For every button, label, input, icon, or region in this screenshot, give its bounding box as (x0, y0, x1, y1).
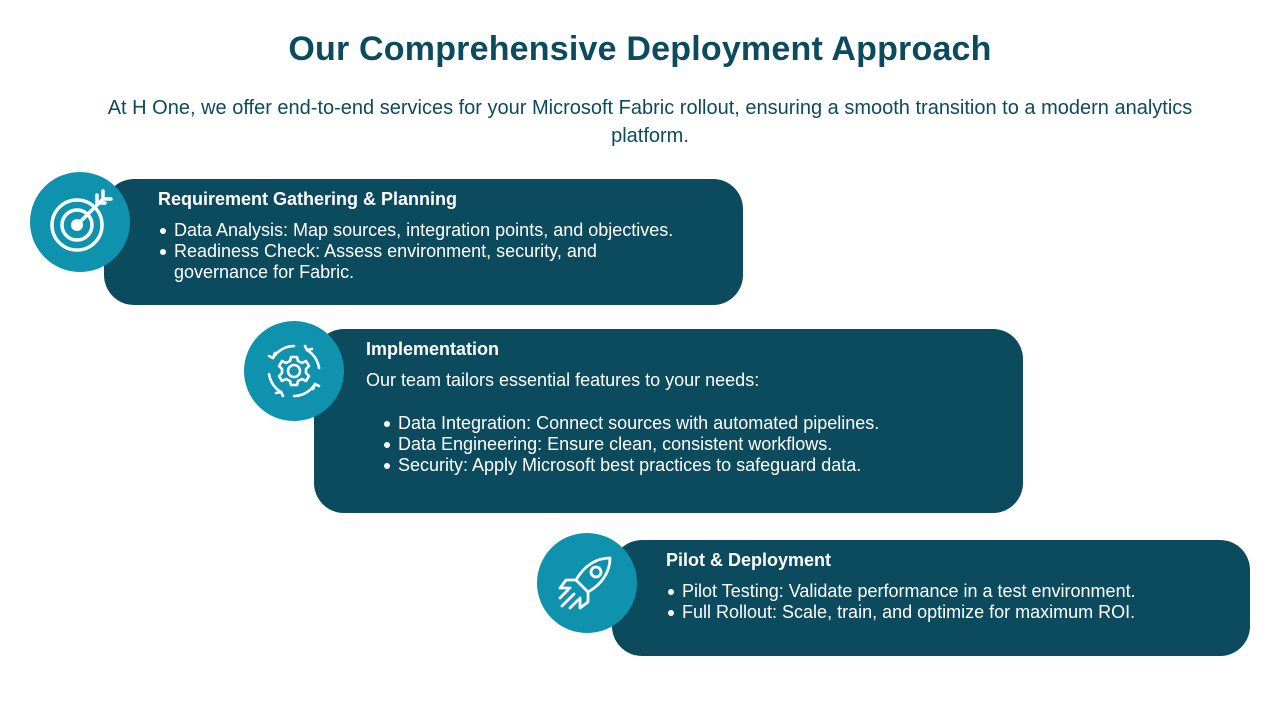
page-title: Our Comprehensive Deployment Approach (288, 30, 992, 68)
target-icon-badge (30, 172, 130, 272)
step-card-deployment: Pilot & Deployment Pilot Testing: Valida… (612, 540, 1250, 656)
bullet-item: Readiness Check: Assess environment, sec… (158, 241, 723, 283)
rocket-icon-badge (537, 533, 637, 633)
step-bullet-list: Data Integration: Connect sources with a… (366, 413, 1003, 476)
step-card-implementation: Implementation Our team tailors essentia… (314, 329, 1023, 513)
gear-cycle-icon (267, 344, 321, 398)
step-intro: Our team tailors essential features to y… (366, 370, 760, 390)
step-title: Implementation (366, 339, 500, 359)
bullet-item: Data Integration: Connect sources with a… (382, 413, 1003, 434)
step-card-planning: Requirement Gathering & Planning Data An… (104, 179, 743, 305)
step-bullet-list: Pilot Testing: Validate performance in a… (666, 581, 1230, 623)
gear-cycle-icon-badge (244, 321, 344, 421)
bullet-item: Security: Apply Microsoft best practices… (382, 455, 1003, 476)
page-subtitle: At H One, we offer end-to-end services f… (107, 97, 1193, 147)
step-title: Requirement Gathering & Planning (158, 189, 458, 209)
target-icon (50, 189, 113, 252)
bullet-item: Full Rollout: Scale, train, and optimize… (666, 602, 1230, 623)
bullet-item: Data Analysis: Map sources, integration … (158, 220, 723, 241)
step-title: Pilot & Deployment (666, 550, 832, 570)
step-bullet-list: Data Analysis: Map sources, integration … (158, 220, 723, 283)
rocket-icon (558, 556, 612, 610)
bullet-item: Pilot Testing: Validate performance in a… (666, 581, 1230, 602)
bullet-item: Data Engineering: Ensure clean, consiste… (382, 434, 1003, 455)
